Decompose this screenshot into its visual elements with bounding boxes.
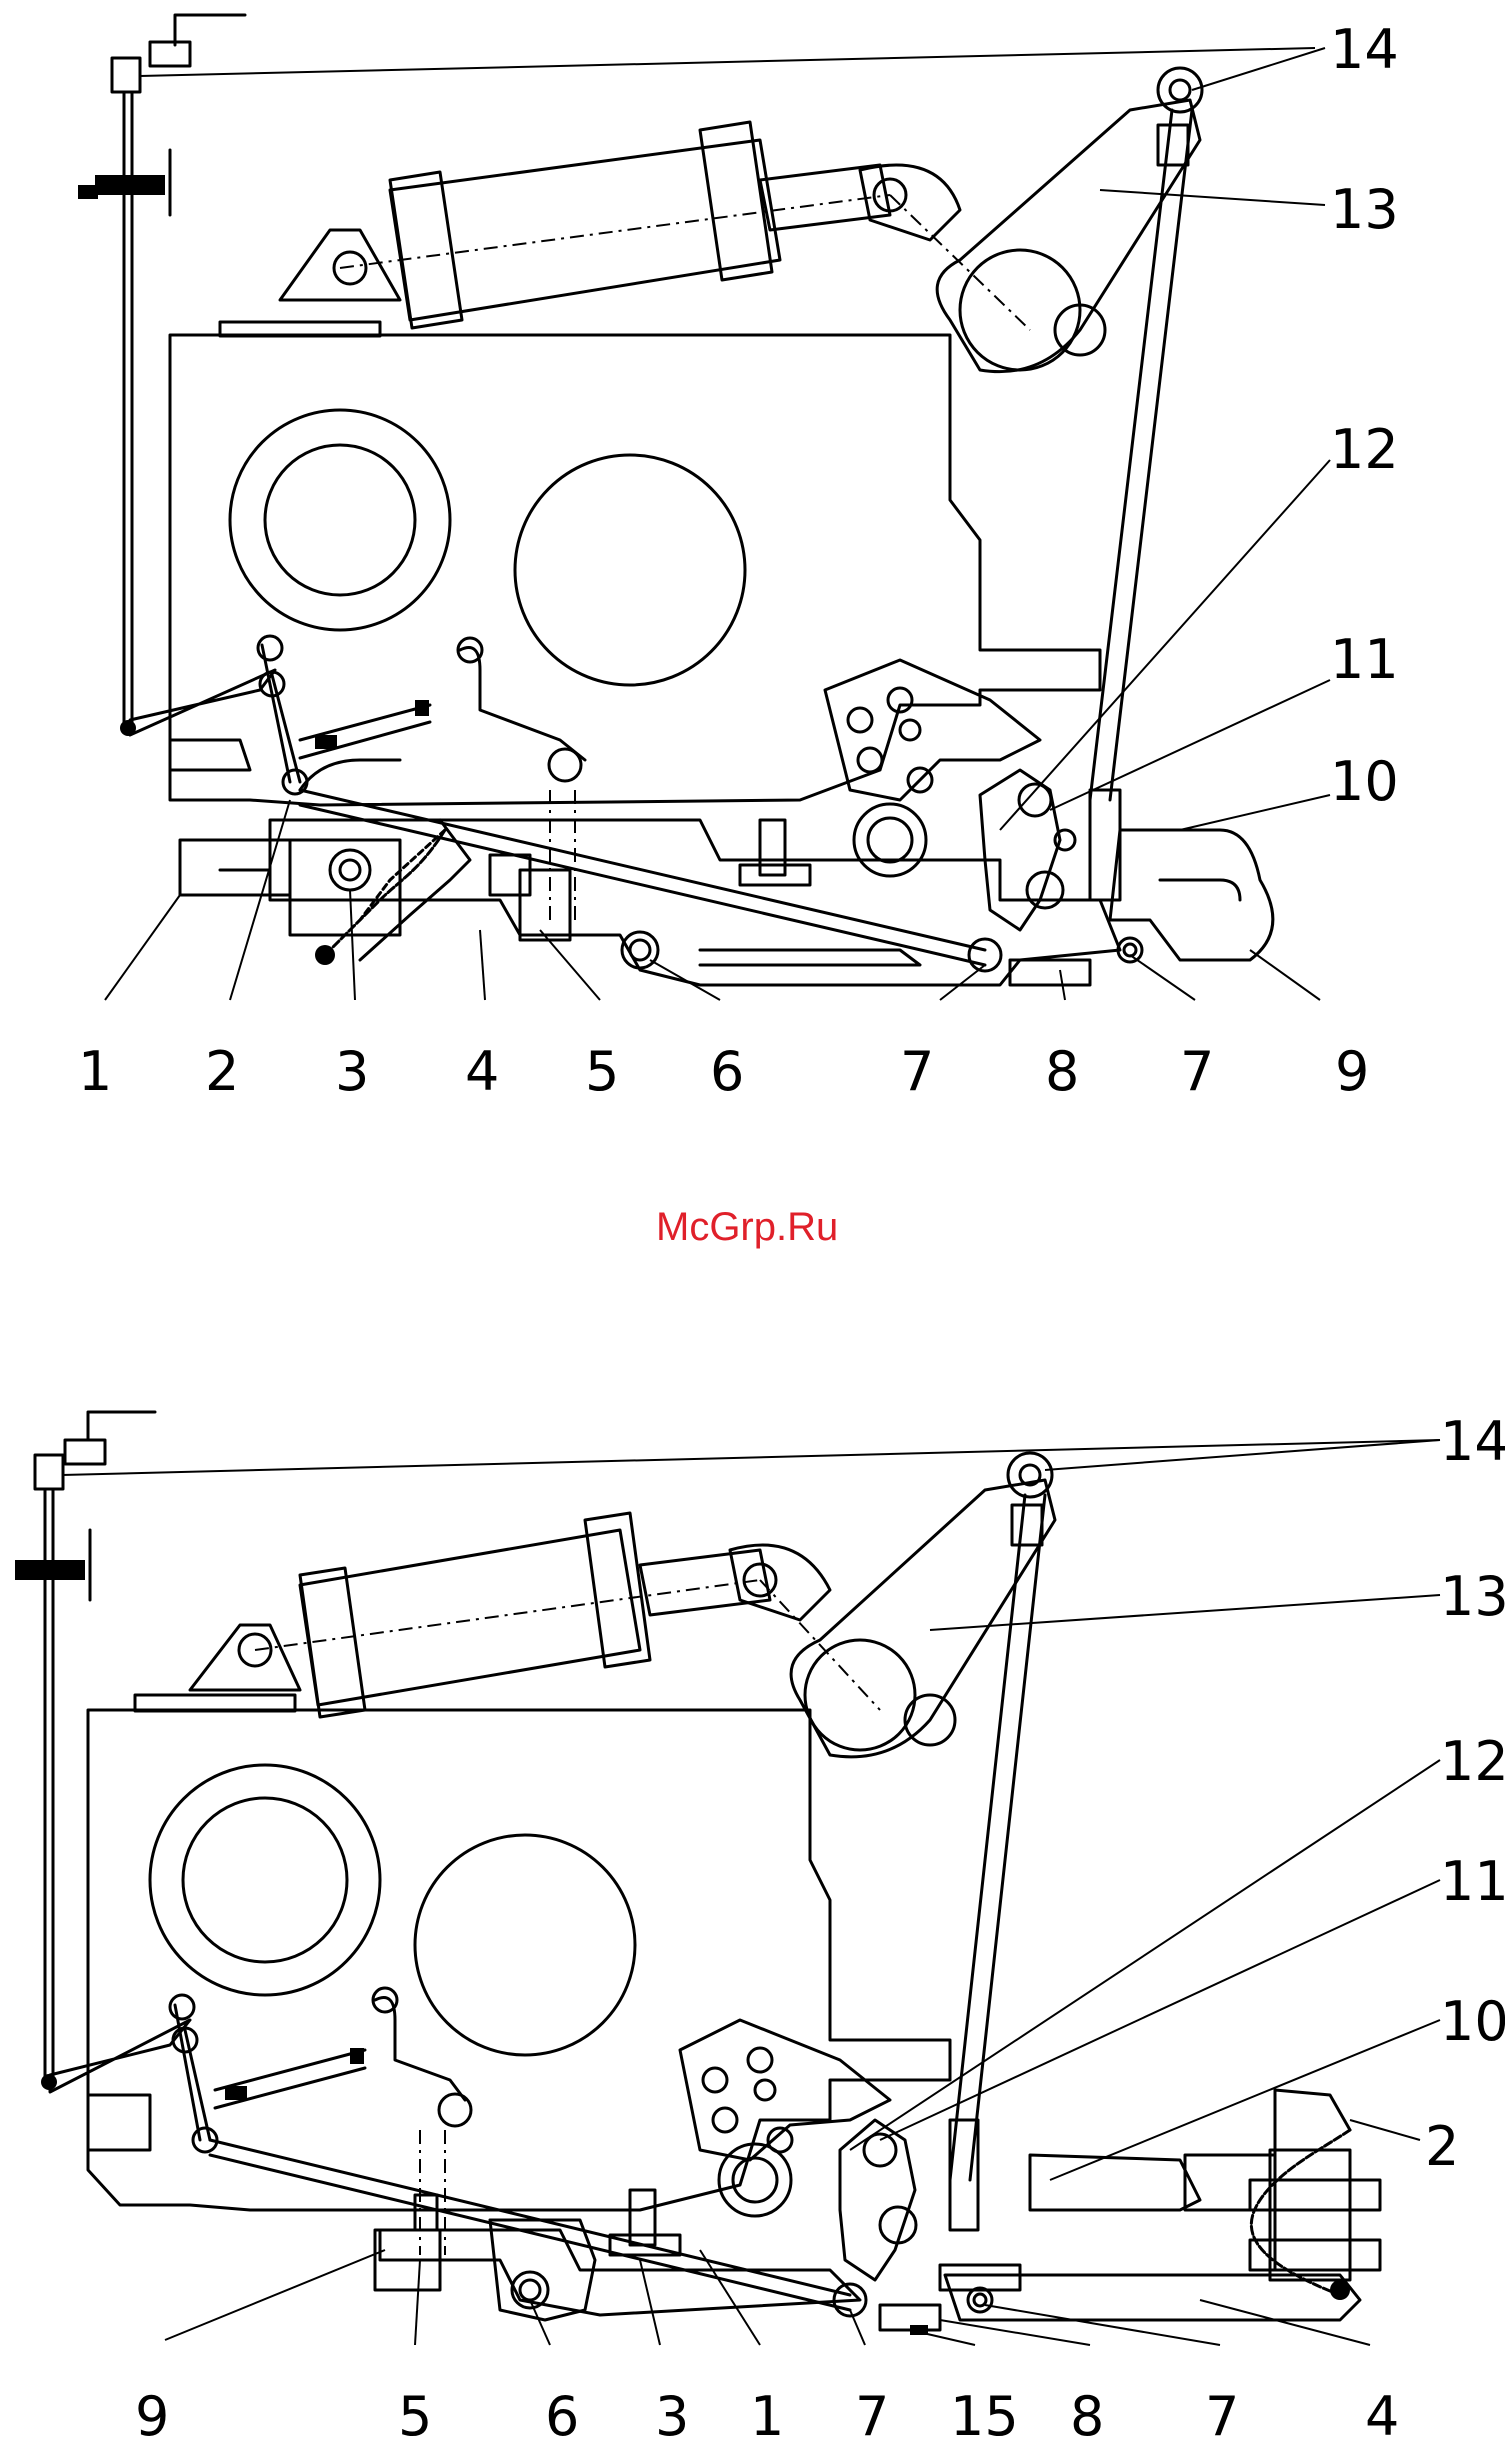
shaft-bore xyxy=(515,455,745,685)
label-8: 8 xyxy=(1045,1040,1079,1103)
gearbox-housing xyxy=(170,335,1100,805)
label-13-b: 13 xyxy=(1440,1565,1505,1628)
label-11: 11 xyxy=(1330,628,1399,691)
label-3: 3 xyxy=(335,1040,369,1103)
label-5: 5 xyxy=(585,1040,619,1103)
label-7b-b: 7 xyxy=(1205,2385,1239,2448)
label-2-b: 2 xyxy=(1425,2115,1459,2178)
label-14-b: 14 xyxy=(1440,1410,1505,1473)
control-levers xyxy=(130,636,585,925)
bottom-part-labels: 14 13 12 11 10 2 9 5 6 3 1 7 15 8 7 4 xyxy=(135,1410,1505,2448)
label-14: 14 xyxy=(1330,18,1399,81)
label-3-b: 3 xyxy=(655,2385,689,2448)
label-6: 6 xyxy=(710,1040,744,1103)
watermark-text: McGrp.Ru xyxy=(656,1205,838,1249)
bearing-bore-inner xyxy=(265,445,415,595)
bearing-bore-outer xyxy=(230,410,450,630)
control-levers-2 xyxy=(50,1988,471,2255)
vertical-lift-rod-2 xyxy=(950,1495,1045,2230)
label-4-b: 4 xyxy=(1365,2385,1399,2448)
label-5-b: 5 xyxy=(398,2385,432,2448)
base-frame-2 xyxy=(375,2190,1360,2335)
label-13: 13 xyxy=(1330,178,1399,241)
label-9: 9 xyxy=(1335,1040,1369,1103)
label-10: 10 xyxy=(1330,750,1399,813)
label-9-b: 9 xyxy=(135,2385,169,2448)
hydraulic-cylinder xyxy=(280,122,960,328)
vertical-lift-rod xyxy=(1090,110,1192,900)
label-10-b: 10 xyxy=(1440,1990,1505,2053)
diagonal-linkage-rod-2 xyxy=(210,2140,866,2316)
label-6-b: 6 xyxy=(545,2385,579,2448)
label-1: 1 xyxy=(78,1040,112,1103)
label-12-b: 12 xyxy=(1440,1730,1505,1793)
drawbar-jaw xyxy=(180,840,290,895)
lift-arm xyxy=(890,68,1202,372)
label-7b: 7 xyxy=(1180,1040,1214,1103)
label-7-b: 7 xyxy=(855,2385,889,2448)
label-1-b: 1 xyxy=(750,2385,784,2448)
label-2: 2 xyxy=(205,1040,239,1103)
label-4: 4 xyxy=(465,1040,499,1103)
top-assembly-view: 14 13 12 11 10 1 2 3 4 5 6 7 8 7 9 xyxy=(78,15,1399,1103)
label-12: 12 xyxy=(1330,418,1399,481)
label-15-b: 15 xyxy=(950,2385,1019,2448)
label-7: 7 xyxy=(900,1040,934,1103)
bottom-assembly-view: 14 13 12 11 10 2 9 5 6 3 1 7 15 8 7 4 xyxy=(15,1410,1505,2448)
hitch-hook-mechanism xyxy=(825,660,1273,985)
housing-foot xyxy=(170,740,250,770)
label-8-b: 8 xyxy=(1070,2385,1104,2448)
hydraulic-cylinder-2 xyxy=(190,1513,830,1717)
drawbar-hitch-2 xyxy=(1185,2090,1380,2300)
label-11-b: 11 xyxy=(1440,1850,1505,1913)
